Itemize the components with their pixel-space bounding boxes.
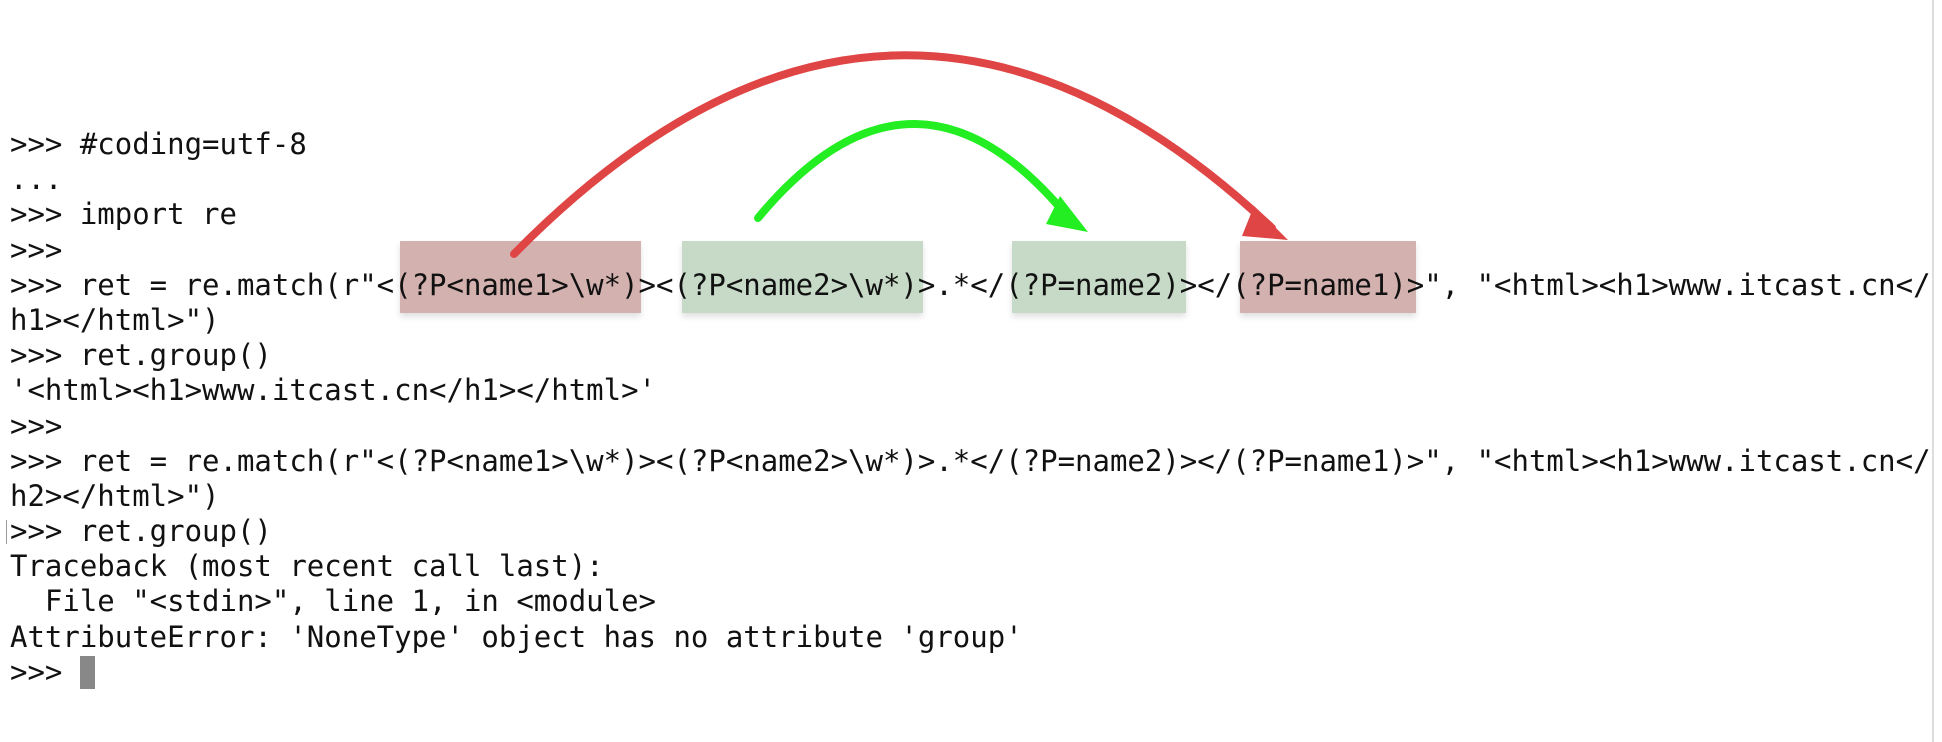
text-caret-mark xyxy=(6,520,7,544)
terminal-line: Traceback (most recent call last): xyxy=(10,549,604,584)
terminal-line: ... xyxy=(10,162,63,197)
terminal-cursor xyxy=(80,656,95,689)
terminal-line: >>> import re xyxy=(10,197,237,232)
terminal-line: '<html><h1>www.itcast.cn</h1></html>' xyxy=(10,373,657,408)
terminal-prompt-line[interactable]: >>> xyxy=(10,654,80,689)
terminal-line: >>> xyxy=(10,408,63,443)
terminal-line: >>> #coding=utf-8 xyxy=(10,127,307,161)
terminal-line: >>> ret = re.match(r"<(?P<name1>\w*)><(?… xyxy=(10,443,1931,478)
terminal-line: h1></html>") xyxy=(10,302,220,337)
window-edge-divider xyxy=(1932,0,1934,742)
terminal-line: AttributeError: 'NoneType' object has no… xyxy=(10,619,1023,654)
terminal-line: >>> ret.group() xyxy=(10,338,272,373)
terminal-line: >>> ret = re.match(r"<(?P<name1>\w*)><(?… xyxy=(10,267,1931,302)
terminal-output: >>> #coding=utf-8 ... >>> import re >>> … xyxy=(10,127,1942,690)
terminal-line: >>> ret.group() xyxy=(10,514,272,549)
terminal-line: >>> xyxy=(10,232,63,267)
terminal-line: File "<stdin>", line 1, in <module> xyxy=(10,584,657,619)
terminal-line: h2></html>") xyxy=(10,478,220,513)
